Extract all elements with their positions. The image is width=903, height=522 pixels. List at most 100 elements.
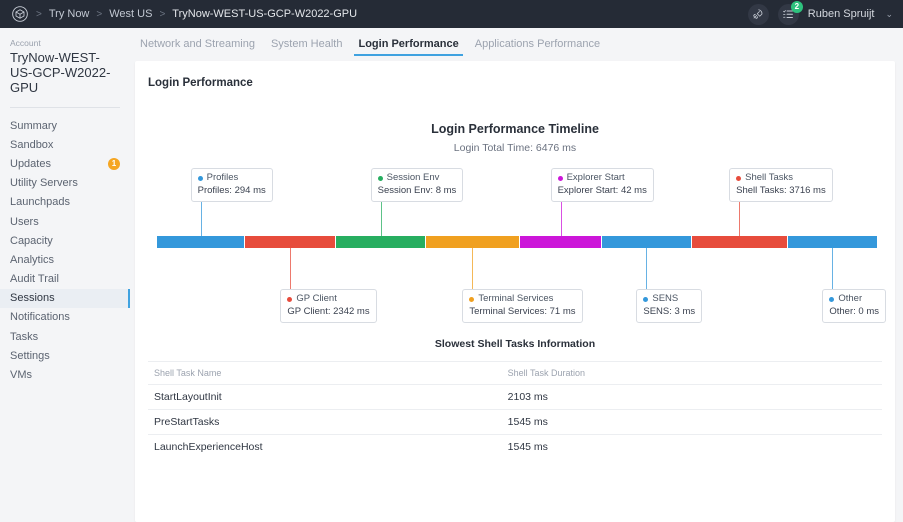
shell-task-name: PreStartTasks bbox=[154, 416, 220, 428]
breadcrumb-separator: > bbox=[159, 8, 166, 20]
table-row[interactable]: PreStartTasks 1545 ms bbox=[148, 409, 882, 434]
timeline-segment-profiles[interactable] bbox=[157, 236, 245, 248]
sidebar-item-capacity[interactable]: Capacity bbox=[0, 231, 130, 250]
timeline-title: Login Performance Timeline bbox=[431, 122, 599, 136]
sidebar-item-audit-trail[interactable]: Audit Trail bbox=[0, 270, 130, 289]
timeline-connector bbox=[739, 196, 741, 236]
breadcrumb: > Try Now > West US > TryNow-WEST-US-GCP… bbox=[36, 8, 357, 20]
sidebar-item-badge: 1 bbox=[108, 157, 120, 170]
timeline-connector bbox=[200, 196, 202, 236]
tooltip-series-name: Other bbox=[838, 293, 863, 304]
tooltip-header: GP Client bbox=[287, 293, 369, 306]
tab-system-health[interactable]: System Health bbox=[270, 38, 343, 50]
shell-task-duration: 1545 ms bbox=[507, 416, 548, 428]
series-color-dot bbox=[736, 175, 742, 181]
sidebar-item-label: Users bbox=[10, 215, 39, 228]
timeline-segment-session-env[interactable] bbox=[336, 236, 425, 248]
timeline-subtitle: Login Total Time: 6476 ms bbox=[453, 142, 577, 154]
account-name: TryNow-WEST-US-GCP-W2022-GPU bbox=[10, 50, 111, 95]
page-title: Login Performance bbox=[148, 77, 253, 89]
tooltip-value: Profiles: 294 ms bbox=[197, 184, 266, 196]
sidebar-item-summary[interactable]: Summary bbox=[0, 116, 130, 135]
tooltip-value: Session Env: 8 ms bbox=[377, 184, 457, 196]
sidebar-item-label: Summary bbox=[10, 119, 58, 132]
sidebar-item-users[interactable]: Users bbox=[0, 212, 130, 231]
tooltip-header: Other bbox=[829, 293, 879, 306]
timeline-bar bbox=[157, 236, 877, 248]
timeline-segment-shell-tasks[interactable] bbox=[691, 236, 787, 248]
timeline-connector bbox=[380, 196, 382, 236]
table-column-header[interactable]: Shell Task Name bbox=[154, 368, 222, 378]
table-header-row: Shell Task Name Shell Task Duration bbox=[148, 361, 882, 384]
tab-network-and-streaming[interactable]: Network and Streaming bbox=[140, 38, 255, 50]
breadcrumb-item-2[interactable]: TryNow-WEST-US-GCP-W2022-GPU bbox=[172, 8, 358, 20]
tooltip-series-name: SENS bbox=[652, 293, 679, 304]
tooltip-header: Shell Tasks bbox=[736, 172, 826, 185]
tooltip-series-name: GP Client bbox=[296, 293, 337, 304]
shell-task-duration: 2103 ms bbox=[507, 391, 548, 403]
sidebar-item-label: Settings bbox=[10, 349, 50, 362]
cube-logo-icon[interactable] bbox=[12, 6, 28, 22]
timeline-segment-terminal-services[interactable] bbox=[425, 236, 519, 248]
rocket-icon bbox=[753, 9, 763, 19]
tooltip-series-name: Session Env bbox=[386, 172, 440, 183]
timeline-connector bbox=[646, 248, 648, 289]
sidebar-item-sessions[interactable]: Sessions bbox=[0, 288, 130, 309]
sidebar-item-label: Sessions bbox=[10, 292, 55, 305]
tooltip-value: SENS: 3 ms bbox=[643, 305, 696, 317]
top-bar: > Try Now > West US > TryNow-WEST-US-GCP… bbox=[0, 0, 903, 28]
chevron-down-icon[interactable]: ⌄ bbox=[885, 8, 893, 19]
sidebar-item-label: Sandbox bbox=[10, 138, 54, 151]
tooltip-header: Terminal Services bbox=[469, 293, 575, 306]
sidebar-item-vms[interactable]: VMs bbox=[0, 365, 130, 384]
table-title: Slowest Shell Tasks Information bbox=[434, 338, 596, 350]
series-color-dot bbox=[469, 296, 475, 302]
sidebar-item-analytics[interactable]: Analytics bbox=[0, 250, 130, 269]
breadcrumb-item-1[interactable]: West US bbox=[109, 8, 153, 20]
tooltip-series-name: Terminal Services bbox=[478, 293, 554, 304]
table-column-header[interactable]: Shell Task Duration bbox=[507, 368, 586, 378]
timeline-segment-explorer-start[interactable] bbox=[519, 236, 602, 248]
shell-task-name: LaunchExperienceHost bbox=[154, 441, 263, 453]
series-color-dot bbox=[829, 296, 835, 302]
sidebar-item-sandbox[interactable]: Sandbox bbox=[0, 135, 130, 154]
shell-task-duration: 1545 ms bbox=[507, 441, 548, 453]
tab-applications-performance[interactable]: Applications Performance bbox=[474, 38, 601, 50]
sidebar-item-label: Capacity bbox=[10, 234, 53, 247]
sidebar-item-launchpads[interactable]: Launchpads bbox=[0, 193, 130, 212]
sidebar-item-utility-servers[interactable]: Utility Servers bbox=[0, 174, 130, 193]
sidebar-item-notifications[interactable]: Notifications bbox=[0, 308, 130, 327]
series-color-dot bbox=[643, 296, 649, 302]
sidebar-item-tasks[interactable]: Tasks bbox=[0, 327, 130, 346]
tab-bar: Network and Streaming System Health Login … bbox=[130, 28, 903, 56]
timeline-segment-sens[interactable] bbox=[602, 236, 691, 248]
sidebar-item-settings[interactable]: Settings bbox=[0, 346, 130, 365]
sidebar-divider bbox=[10, 107, 120, 108]
series-color-dot bbox=[197, 175, 203, 181]
tab-login-performance[interactable]: Login Performance bbox=[350, 38, 466, 56]
timeline-connector bbox=[832, 248, 834, 289]
timeline-connector bbox=[472, 248, 474, 289]
timeline-segment-other[interactable] bbox=[787, 236, 877, 248]
tooltip-header: Explorer Start bbox=[557, 172, 647, 185]
tooltip-series-name: Profiles bbox=[206, 172, 239, 183]
task-list-button[interactable]: 2 bbox=[777, 0, 803, 25]
timeline-segment-gp-client[interactable] bbox=[245, 236, 336, 248]
rocket-button[interactable] bbox=[747, 3, 769, 25]
breadcrumb-item-0[interactable]: Try Now bbox=[48, 8, 90, 20]
user-name[interactable]: Ruben Spruijt bbox=[807, 8, 875, 20]
table-row[interactable]: LaunchExperienceHost 1545 ms bbox=[148, 434, 882, 459]
timeline-connector bbox=[290, 248, 292, 289]
series-color-dot bbox=[377, 175, 383, 181]
